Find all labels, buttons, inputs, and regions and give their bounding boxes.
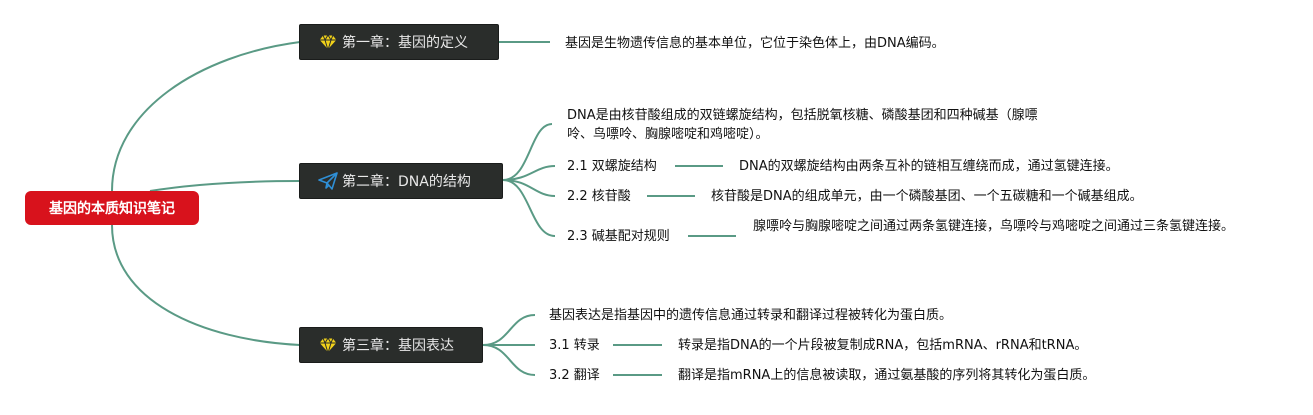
chapter-2-node[interactable]: 第二章：DNA的结构 [299, 163, 503, 199]
chapter-2-label: 第二章：DNA的结构 [342, 174, 471, 190]
chapter-1-node[interactable]: 第一章：基因的定义 [299, 24, 499, 60]
ch2-overview-text[interactable]: DNA是由核苷酸组成的双链螺旋结构，包括脱氧核糖、磷酸基团和四种碱基（腺嘌呤、鸟… [567, 108, 1038, 142]
chapter-1-label: 第一章：基因的定义 [342, 35, 468, 51]
edge-root-ch2 [149, 180, 301, 192]
paper-plane-icon [318, 172, 338, 190]
ch1-definition-text[interactable]: 基因是生物遗传信息的基本单位，它位于染色体上，由DNA编码。 [565, 36, 945, 51]
edge-ch2-item0 [502, 123, 553, 181]
ch3-sub2-text[interactable]: 翻译是指mRNA上的信息被读取，通过氨基酸的序列将其转化为蛋白质。 [678, 368, 1096, 383]
chapter-3-node[interactable]: 第三章：基因表达 [299, 327, 483, 363]
chapter-3-label: 第三章：基因表达 [342, 338, 454, 354]
edge-ch3-item0 [482, 314, 536, 346]
edge-root-ch1 [111, 41, 301, 192]
ch3-sub1-label[interactable]: 3.1 转录 [549, 338, 600, 353]
root-label: 基因的本质知识笔记 [49, 201, 175, 217]
ch2-sub2-text[interactable]: 核苷酸是DNA的组成单元，由一个磷酸基团、一个五碳糖和一个碱基组成。 [711, 189, 1143, 204]
ch3-overview-text[interactable]: 基因表达是指基因中的遗传信息通过转录和翻译过程被转化为蛋白质。 [549, 308, 953, 323]
ch3-sub2-label[interactable]: 3.2 翻译 [549, 368, 600, 383]
edge-ch2-item3 [502, 179, 556, 237]
ch3-sub1-text[interactable]: 转录是指DNA的一个片段被复制成RNA，包括mRNA、rRNA和tRNA。 [678, 338, 1088, 353]
gem-icon [318, 337, 338, 355]
root-node[interactable]: 基因的本质知识笔记 [25, 191, 199, 225]
ch2-sub1-label[interactable]: 2.1 双螺旋结构 [567, 159, 657, 174]
ch2-sub3-text[interactable]: 腺嘌呤与胸腺嘧啶之间通过两条氢键连接，鸟嘌呤与鸡嘧啶之间通过三条氢键连接。 [753, 219, 1235, 234]
gem-icon [318, 34, 338, 52]
ch2-sub1-text[interactable]: DNA的双螺旋结构由两条互补的链相互缠绕而成，通过氢键连接。 [739, 159, 1119, 174]
ch2-sub2-label[interactable]: 2.2 核苷酸 [567, 189, 631, 204]
edge-root-ch3 [111, 224, 301, 346]
ch2-sub3-label[interactable]: 2.3 碱基配对规则 [567, 229, 670, 244]
edge-ch3-item2 [482, 344, 536, 376]
